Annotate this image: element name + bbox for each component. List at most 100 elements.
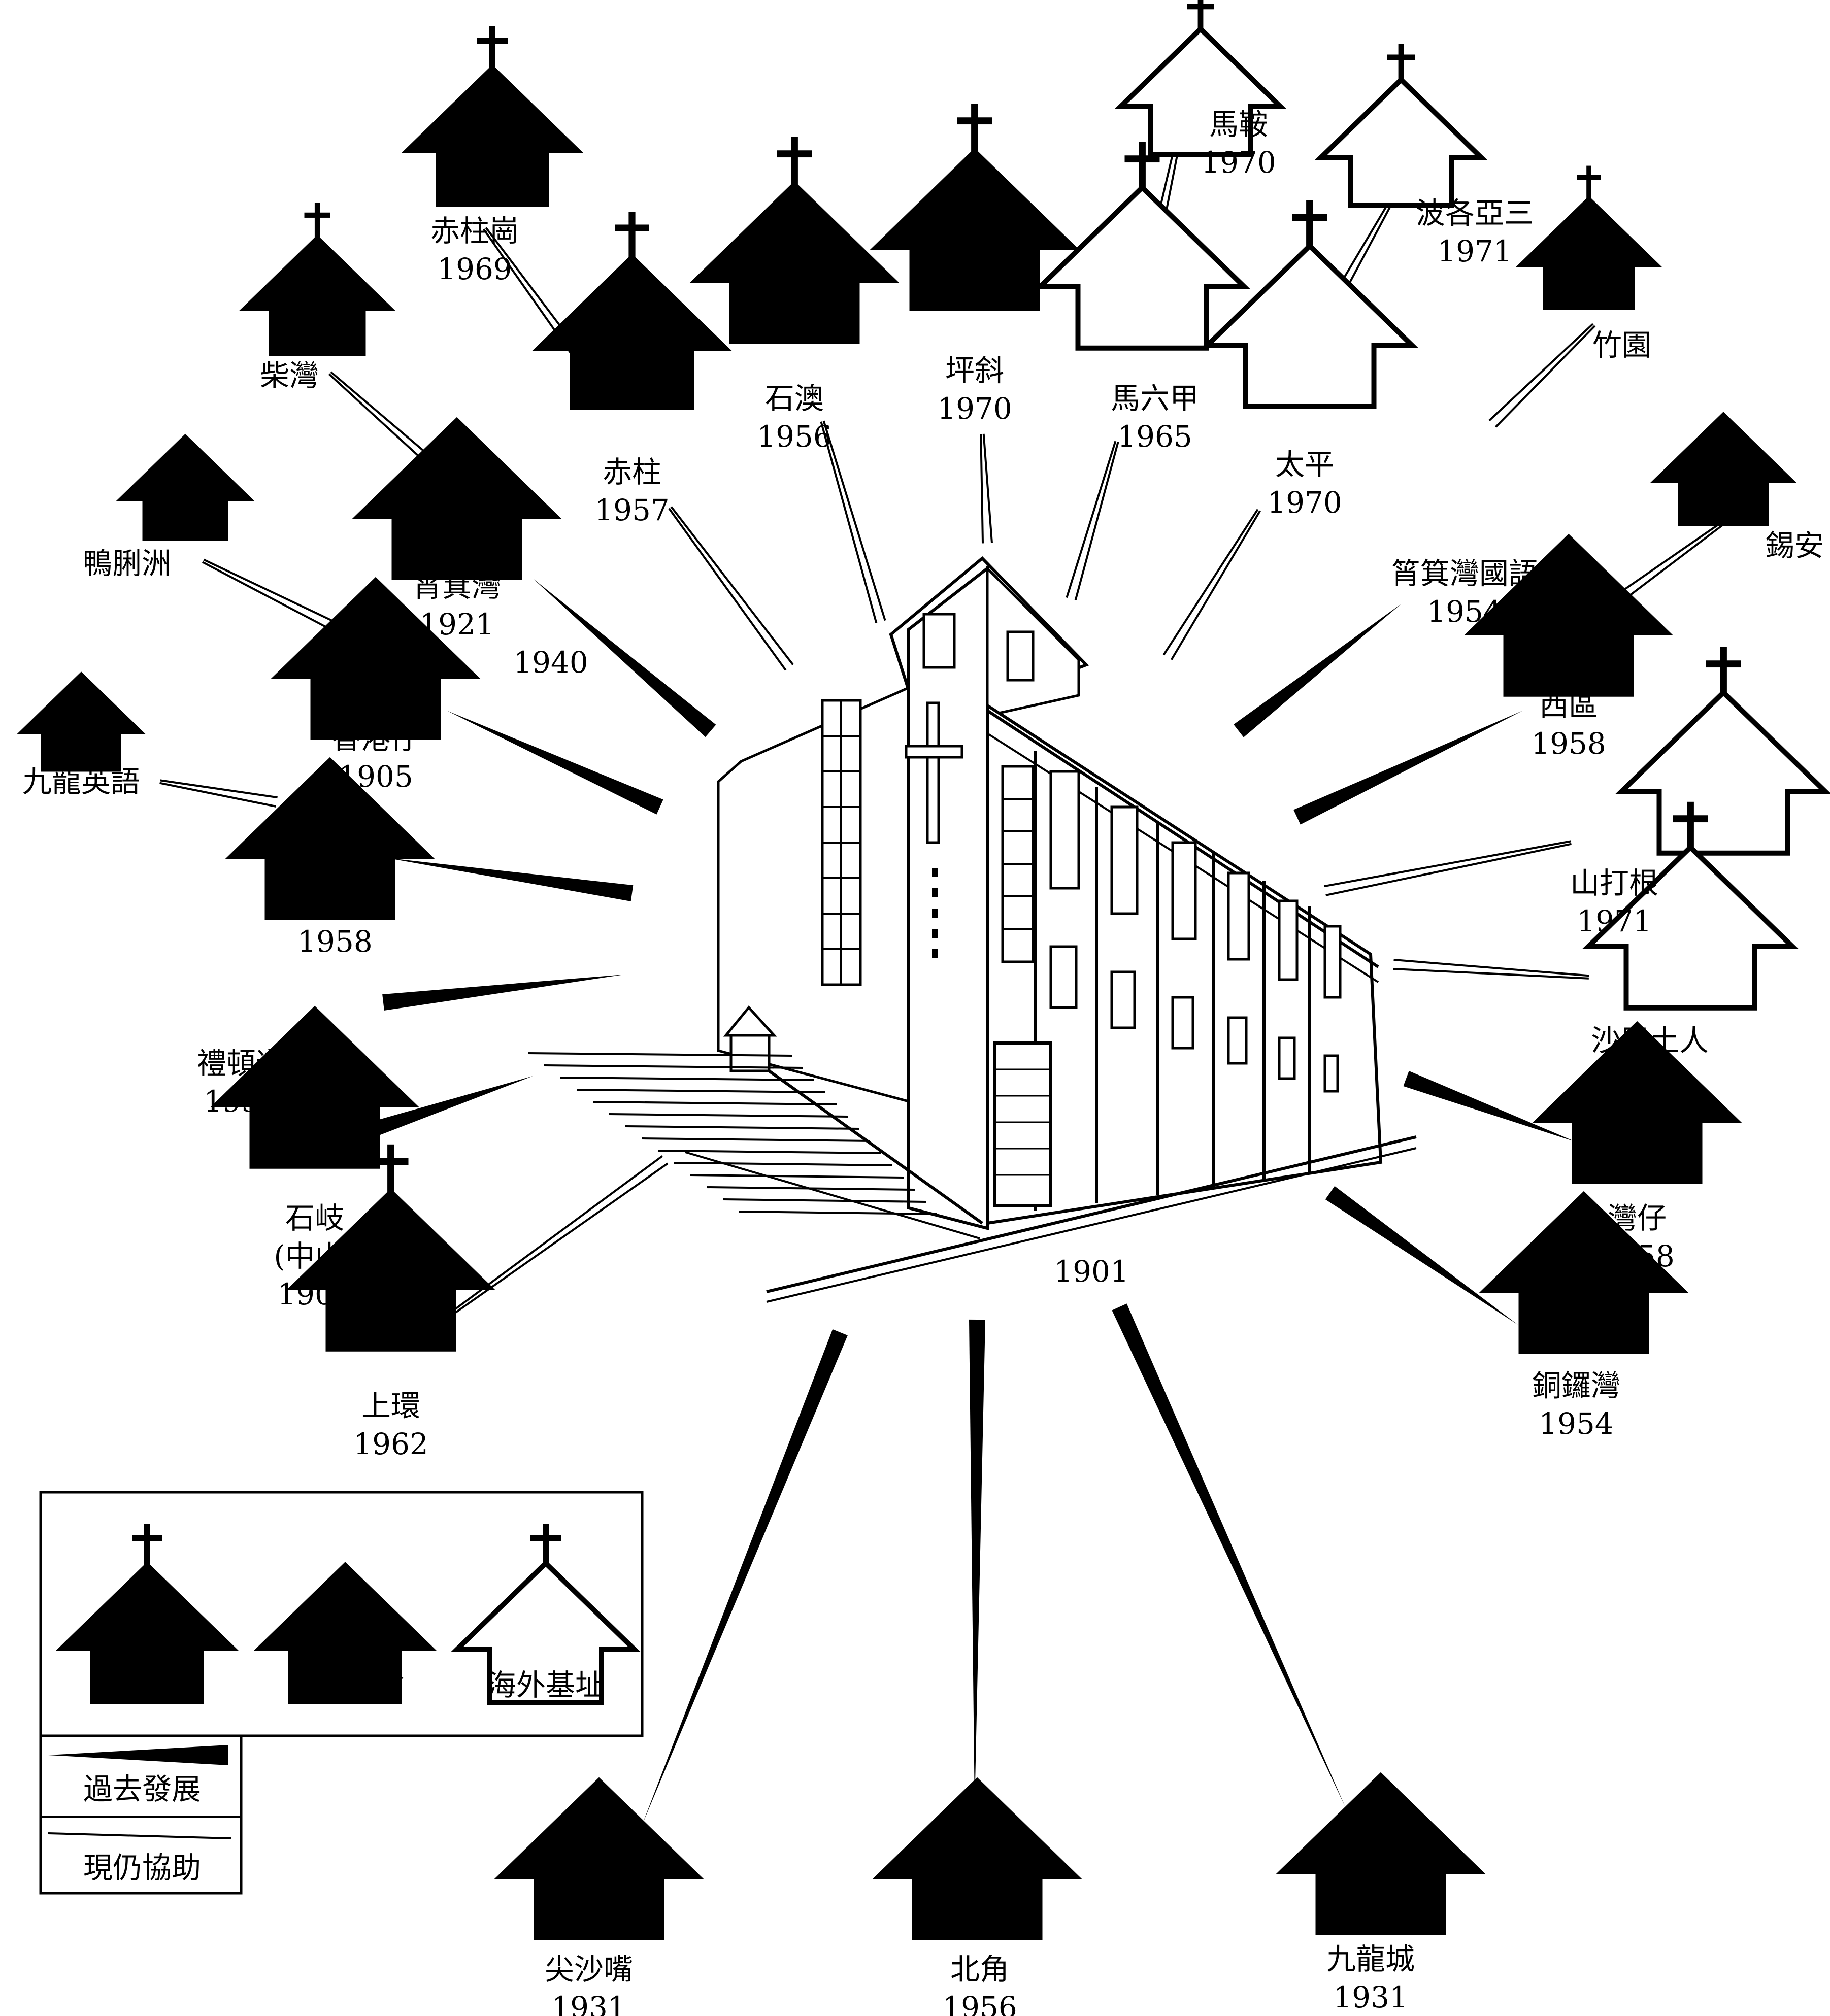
legend-overseas-label: 海外基址 [487, 1668, 605, 1702]
church-name-label: 北角 [950, 1952, 1009, 1987]
overseas-church-icon [1582, 801, 1799, 1011]
church-name-label: 赤柱崗 [430, 214, 519, 248]
independent-church-icon [210, 1005, 420, 1169]
church-year-label: 1954 [1427, 594, 1502, 629]
independent-church-icon [1479, 1191, 1689, 1354]
church-year-label: 1970 [1201, 145, 1276, 180]
current-assistance-link [1162, 509, 1261, 660]
overseas-church-icon [1615, 647, 1830, 856]
church-year-label: 1958 [1600, 1239, 1675, 1273]
church-name-label: 九龍城 [1326, 1942, 1415, 1976]
church-year-label: 1970 [937, 391, 1012, 426]
church-year-label: 1940 [513, 645, 588, 680]
church-name-label: 石岐 [285, 1201, 344, 1235]
church-name-label: 上環 [361, 1389, 420, 1423]
past-development-link [1403, 1071, 1576, 1142]
church-year-label: 1956 [942, 1990, 1017, 2016]
overseas-church-icon [1315, 44, 1487, 208]
church-year-label: 1958 [1531, 726, 1606, 761]
church-name-label: 九龍英語 [22, 764, 140, 799]
church-name-label: 香港英語 [276, 886, 394, 921]
independent-church-icon [16, 671, 146, 772]
evangelical-church-icon [401, 26, 584, 207]
current-assistance-link [668, 506, 794, 671]
current-assistance-link [1488, 323, 1596, 428]
past-development-link [969, 1319, 985, 1807]
church-year-label: 1909 [277, 1277, 352, 1312]
past-development-link [382, 975, 624, 1011]
church-name-label: 錫安 [1765, 528, 1824, 563]
independent-church-icon [352, 417, 562, 580]
independent-church-icon [225, 757, 435, 920]
church-year-label: 1931 [551, 1990, 626, 2016]
church-name-label: 禮頓道 [197, 1046, 285, 1081]
legend-overseas-icon [450, 1524, 641, 1705]
legend: 福音堂自立教會海外基址過去發展現仍協助 [39, 1491, 644, 1895]
legend-independent-label: 自立教會 [286, 1668, 404, 1702]
legend-current-line [48, 1832, 231, 1839]
church-name-label: 筲箕灣國語 [1391, 556, 1538, 591]
church-name-label: 沙巴土人 [1591, 1023, 1709, 1058]
current-assistance-link [202, 558, 348, 637]
church-name-label: 灣仔 [1608, 1201, 1667, 1235]
past-development-link [1234, 604, 1401, 737]
overseas-church-icon [1034, 142, 1251, 351]
church-year-label: 1957 [594, 493, 670, 527]
church-name-label: 筲箕灣 [413, 569, 501, 603]
evangelical-church-icon [239, 203, 395, 356]
legend-line-box [39, 1736, 243, 1895]
legend-evangelical-label: 福音堂 [103, 1668, 191, 1702]
church-year-label: 1921 [419, 607, 494, 642]
church-year-label: 1971 [1577, 904, 1652, 938]
evangelical-church-icon [689, 137, 900, 344]
founding-year-label: 1901 [1054, 1254, 1129, 1289]
current-assistance-link [820, 420, 886, 624]
past-development-link [362, 1076, 533, 1140]
independent-church-icon [116, 433, 255, 541]
past-development-link [533, 579, 716, 737]
church-icons [16, 0, 1830, 1940]
church-name-label: 馬鞍 [1209, 107, 1268, 142]
current-assistance-link [980, 433, 993, 544]
past-development-link [642, 1329, 848, 1825]
church-year-label: 1959 [204, 1084, 279, 1119]
independent-church-icon [271, 577, 481, 740]
legend-independent-icon [254, 1562, 437, 1704]
central-church-building: 1901 [527, 556, 1417, 1303]
independent-church-icon [1276, 1772, 1486, 1935]
church-year-label: 1931 [1333, 1980, 1408, 2014]
church-name-label: 馬六甲 [1111, 381, 1199, 416]
church-name-label: 香港仔 [331, 721, 420, 756]
independent-church-icon [1463, 533, 1674, 697]
past-development-link [1325, 1186, 1518, 1325]
church-year-label: 1954 [1539, 1406, 1614, 1441]
church-name-label: 竹園 [1592, 328, 1651, 362]
current-assistance-link [445, 1155, 669, 1319]
church-name-label: 鴨脷洲 [83, 546, 171, 581]
church-name-label: 赤柱 [603, 455, 661, 489]
independent-church-icon [1650, 412, 1797, 526]
overseas-church-icon [1201, 200, 1418, 409]
church-name-label: 太平 [1275, 447, 1334, 482]
evangelical-church-icon [286, 1144, 496, 1352]
church-name-label: 銅鑼灣 [1532, 1368, 1620, 1403]
legend-evangelical-icon [56, 1524, 239, 1704]
independent-church-icon [872, 1777, 1082, 1940]
church-year-label: 1965 [1117, 419, 1192, 454]
independent-church-icon [1515, 165, 1662, 310]
church-name-label: 尖沙嘴 [545, 1952, 633, 1987]
church-name-sub-label: (中山) [274, 1239, 355, 1273]
current-assistance-link [159, 779, 278, 808]
church-name-label: 坪斜 [945, 353, 1004, 388]
church-year-label: 1970 [1267, 485, 1342, 520]
church-year-label: 1905 [338, 759, 413, 794]
past-development-link [1293, 711, 1523, 825]
church-name-label: 山打根 [1570, 866, 1658, 900]
church-year-label: 1970 [1612, 1061, 1687, 1096]
legend-current-label: 現仍協助 [83, 1851, 201, 1885]
church-year-label: 1971 [1437, 234, 1512, 268]
past-development-link [386, 858, 634, 901]
church-year-label: 1962 [353, 1427, 428, 1461]
legend-past-line [48, 1745, 228, 1765]
